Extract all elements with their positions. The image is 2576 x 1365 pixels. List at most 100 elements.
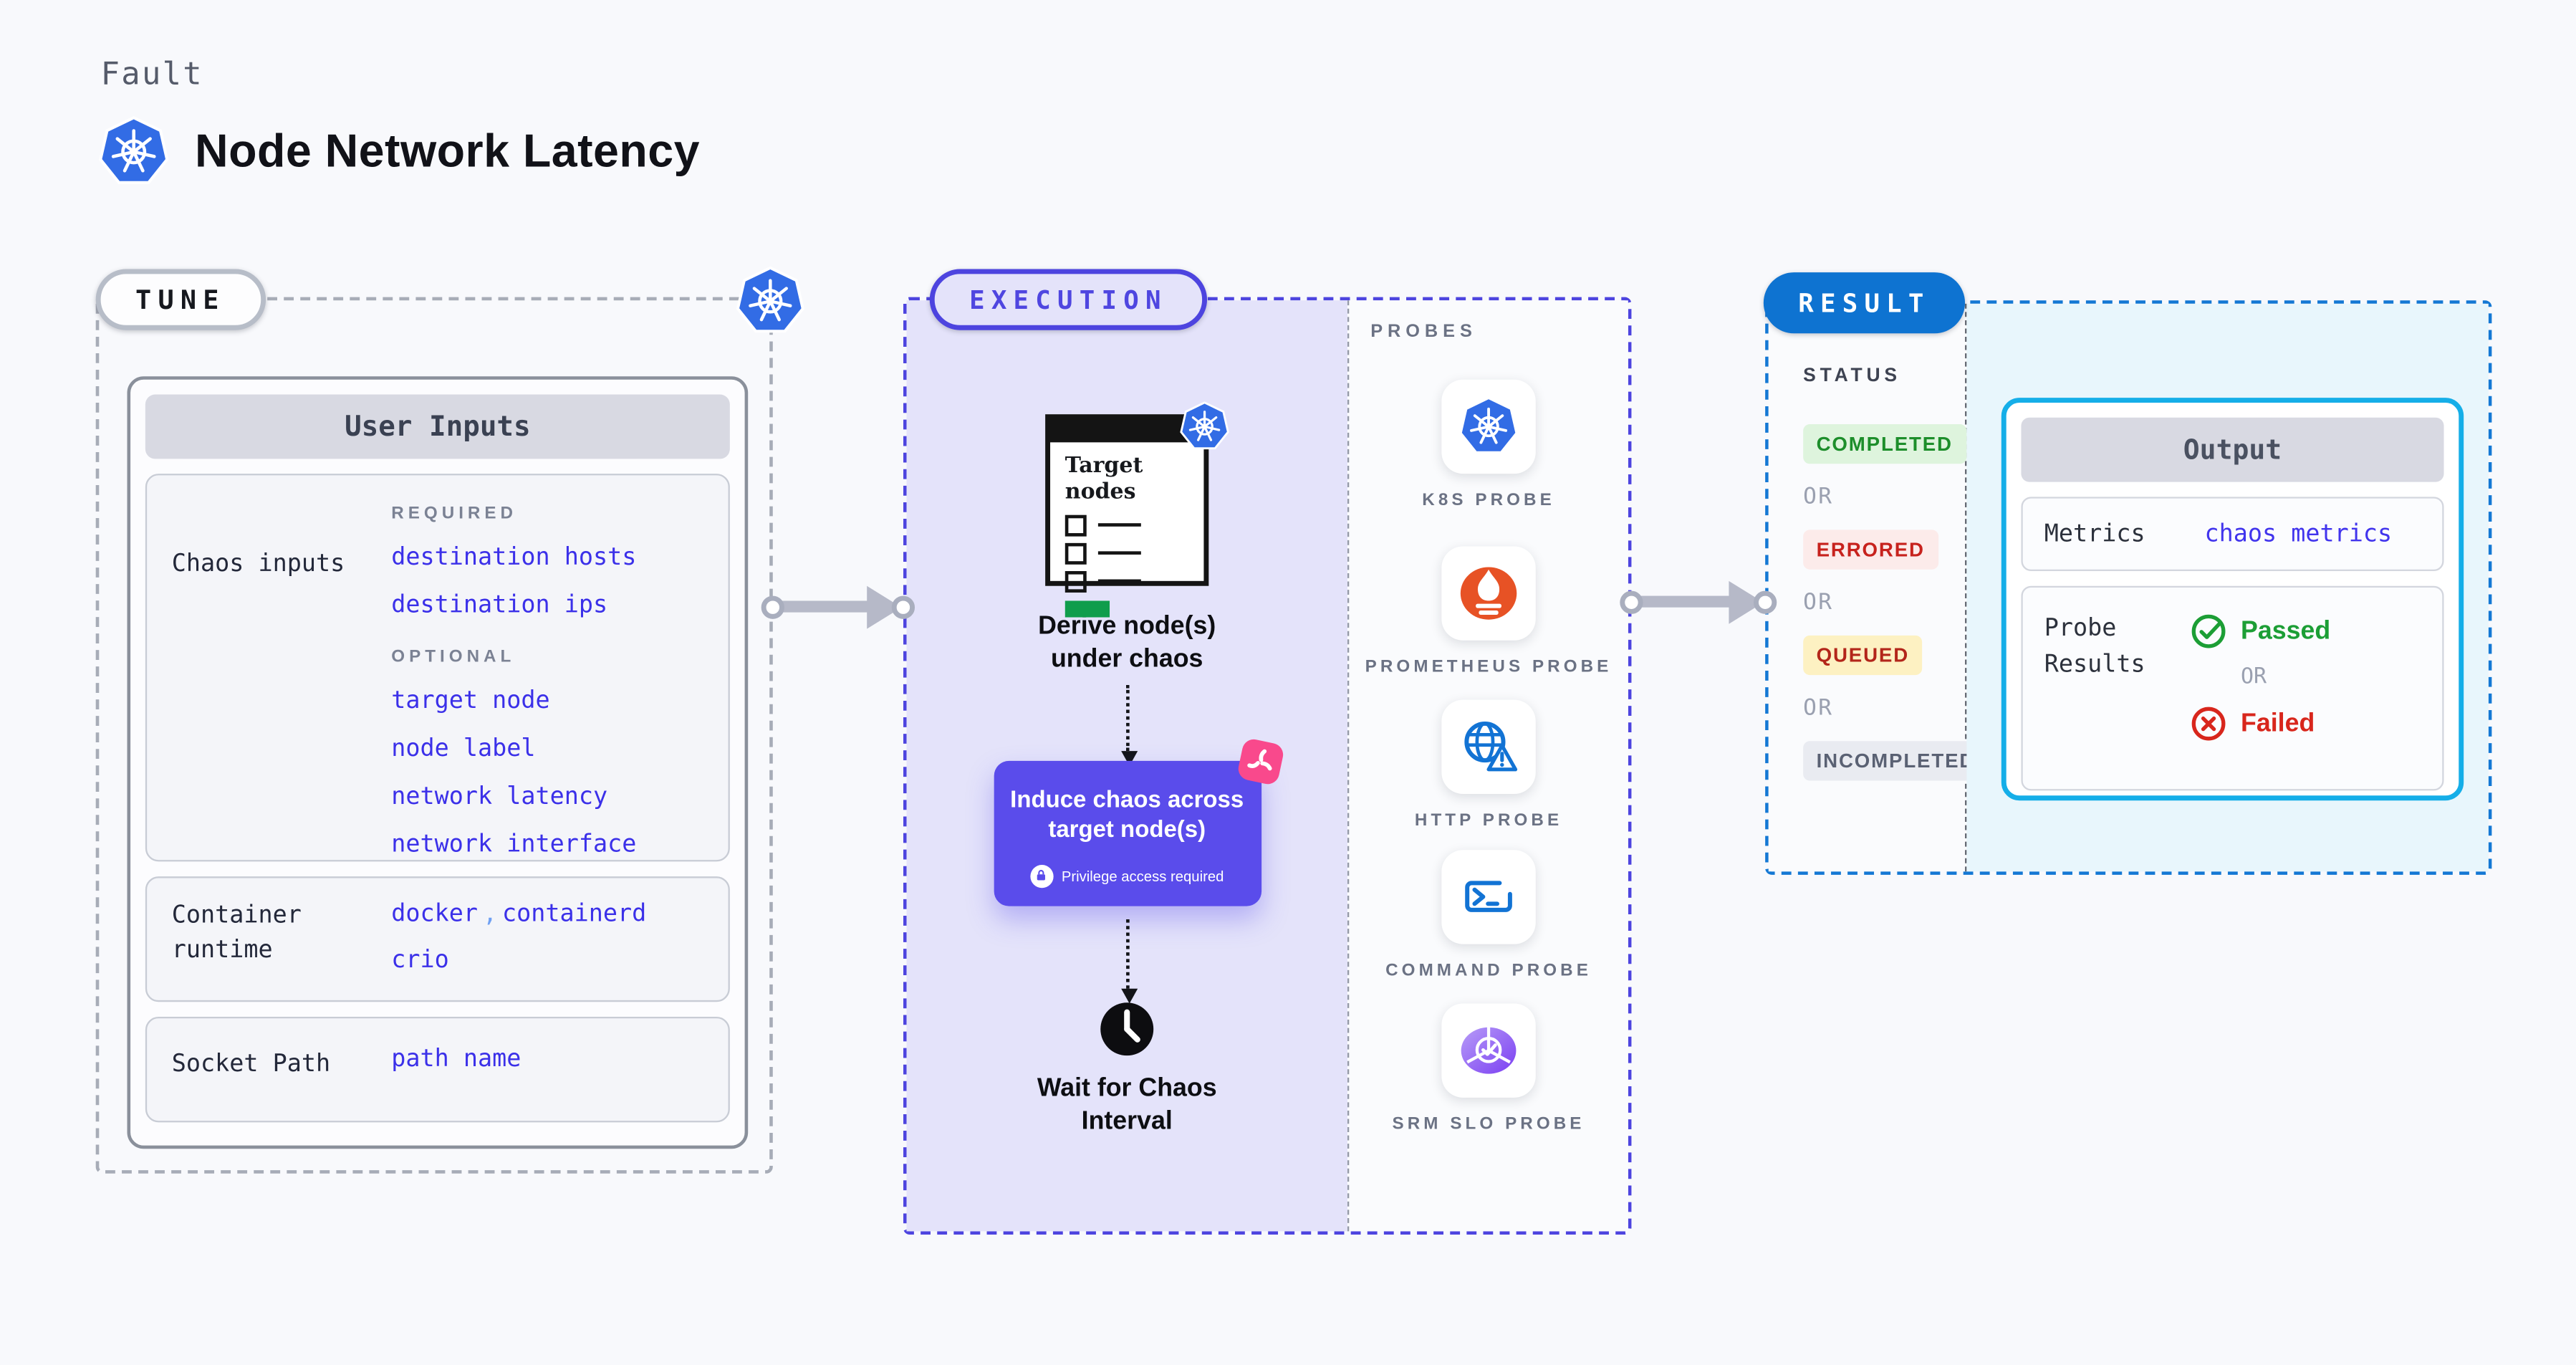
tune-to-execution-arrow	[761, 585, 915, 629]
link-destination-ips[interactable]: destination ips	[391, 592, 608, 619]
derive-nodes-label: Derive node(s) under chaos	[1038, 612, 1216, 674]
failed-line: Failed	[2190, 705, 2331, 743]
probe-item-http: HTTP PROBE	[1365, 699, 1613, 834]
probes-column: PROBES K8S PROBE PROMETHEUS PROBE HTTP P…	[1347, 300, 1628, 1232]
node-checkbox-row	[1064, 570, 1204, 592]
probe-label: K8S PROBE	[1422, 490, 1555, 510]
execution-flow: Target nodes Derive node(s) under chaos …	[906, 300, 1347, 1232]
flow-arrow-down	[1120, 919, 1138, 1004]
checkbox-icon	[1064, 570, 1087, 592]
arrow-shaft	[771, 600, 870, 613]
status-title: STATUS	[1803, 366, 1901, 387]
line-placeholder	[1097, 550, 1141, 555]
probe-results-label: Probe Results	[2044, 616, 2145, 679]
probe-results-values: Passed OR Failed	[2190, 613, 2331, 789]
tune-section: TUNE User Inputs Chaos inputs REQUIRED d…	[95, 297, 773, 1174]
cross-circle-icon	[2190, 705, 2228, 743]
chaos-inputs-label: Chaos inputs	[171, 551, 345, 578]
srm-slo-icon	[1458, 1020, 1519, 1081]
probe-label: HTTP PROBE	[1414, 809, 1563, 830]
link-destination-hosts[interactable]: destination hosts	[391, 545, 637, 572]
socket-path-label: Socket Path	[171, 1051, 331, 1078]
kubernetes-icon	[97, 115, 170, 188]
fault-eyebrow-label: Fault	[100, 56, 203, 92]
wait-chaos-interval-label: Wait for Chaos Interval	[1037, 1074, 1217, 1135]
link-network-interface[interactable]: network interface	[391, 831, 637, 858]
link-network-latency[interactable]: network latency	[391, 784, 608, 811]
induce-chaos-label: Induce chaos across target node(s)	[1010, 786, 1244, 844]
http-globe-icon	[1458, 716, 1519, 777]
passed-label: Passed	[2241, 616, 2331, 645]
link-node-label[interactable]: node label	[391, 736, 536, 763]
line-placeholder	[1097, 578, 1141, 583]
execution-section: EXECUTION Target nodes Derive node(s) un…	[903, 269, 1632, 1235]
or-label: OR	[1803, 589, 1834, 616]
page-title-row: Node Network Latency	[97, 115, 700, 188]
clock-icon	[1100, 1002, 1154, 1055]
checkbox-icon	[1064, 514, 1087, 536]
output-box: Output Metrics chaos metrics Probe Resul…	[2001, 398, 2464, 801]
probe-card	[1441, 1003, 1536, 1098]
execution-to-result-arrow	[1620, 580, 1777, 624]
result-pill: RESULT	[1763, 272, 1966, 334]
output-title: Output	[2021, 417, 2444, 482]
probe-item-srm-slo: SRM SLO PROBE	[1365, 1003, 1613, 1139]
chaos-inputs-group: Chaos inputs REQUIRED destination hosts …	[145, 474, 730, 862]
flow-arrow-down	[1120, 684, 1138, 766]
probe-item-prometheus: PROMETHEUS PROBE	[1365, 545, 1613, 681]
document-topbar	[1048, 417, 1206, 443]
probe-label: SRM SLO PROBE	[1392, 1113, 1585, 1134]
probes-title: PROBES	[1370, 322, 1477, 342]
green-bar	[1064, 600, 1110, 617]
container-runtime-values: docker,containerd crio	[375, 878, 728, 1000]
kubernetes-icon	[1179, 401, 1230, 452]
target-nodes-document: Target nodes	[1045, 414, 1208, 617]
node-checkbox-row	[1064, 542, 1204, 564]
target-nodes-title: Target nodes	[1064, 454, 1143, 506]
metrics-label: Metrics	[2044, 520, 2145, 547]
probe-item-command: COMMAND PROBE	[1365, 850, 1613, 985]
link-crio[interactable]: crio	[391, 947, 449, 974]
probe-label: COMMAND PROBE	[1385, 961, 1592, 981]
container-runtime-label: Container runtime	[171, 903, 302, 964]
probe-results-row: Probe Results Passed OR Failed	[2021, 585, 2444, 791]
link-chaos-metrics[interactable]: chaos metrics	[2204, 520, 2393, 547]
or-label: OR	[2241, 665, 2267, 690]
container-runtime-group: Container runtime docker,containerd crio	[145, 876, 730, 1002]
probe-card	[1441, 379, 1536, 474]
output-area: Output Metrics chaos metrics Probe Resul…	[1966, 303, 2489, 872]
litmus-chaos-icon	[1235, 737, 1284, 786]
status-badge-incompleted: INCOMPLETED	[1803, 741, 1989, 781]
user-inputs-title: User Inputs	[145, 394, 730, 459]
status-badge-errored: ERRORED	[1803, 530, 1938, 570]
connector-dot	[1620, 590, 1643, 614]
tune-pill: TUNE	[95, 269, 266, 330]
terminal-icon	[1458, 867, 1519, 928]
prometheus-icon	[1458, 562, 1519, 623]
required-label: REQUIRED	[391, 503, 518, 524]
chaos-inputs-values: REQUIRED destination hosts destination i…	[375, 475, 728, 860]
comma-separator: ,	[482, 901, 498, 928]
probe-label: PROMETHEUS PROBE	[1365, 656, 1613, 676]
privilege-note: Privilege access required	[1061, 868, 1224, 885]
metrics-row: Metrics chaos metrics	[2021, 497, 2444, 572]
passed-line: Passed	[2190, 613, 2331, 651]
status-column: STATUS COMPLETED OR ERRORED OR QUEUED OR…	[1768, 303, 1989, 872]
arrow-shaft	[1630, 595, 1733, 608]
link-containerd[interactable]: containerd	[502, 901, 647, 928]
line-placeholder	[1097, 522, 1141, 527]
connector-dot	[1754, 590, 1777, 614]
page-title: Node Network Latency	[195, 125, 701, 177]
link-path-name[interactable]: path name	[391, 1046, 522, 1073]
status-badge-completed: COMPLETED	[1803, 423, 1966, 464]
link-target-node[interactable]: target node	[391, 688, 550, 715]
check-circle-icon	[2190, 613, 2228, 651]
probe-card	[1441, 850, 1536, 945]
probe-item-k8s: K8S PROBE	[1365, 379, 1613, 514]
failed-label: Failed	[2241, 709, 2315, 737]
optional-label: OPTIONAL	[391, 646, 516, 667]
link-docker[interactable]: docker	[391, 901, 479, 928]
kubernetes-icon	[735, 266, 806, 337]
socket-path-group: Socket Path path name	[145, 1016, 730, 1123]
